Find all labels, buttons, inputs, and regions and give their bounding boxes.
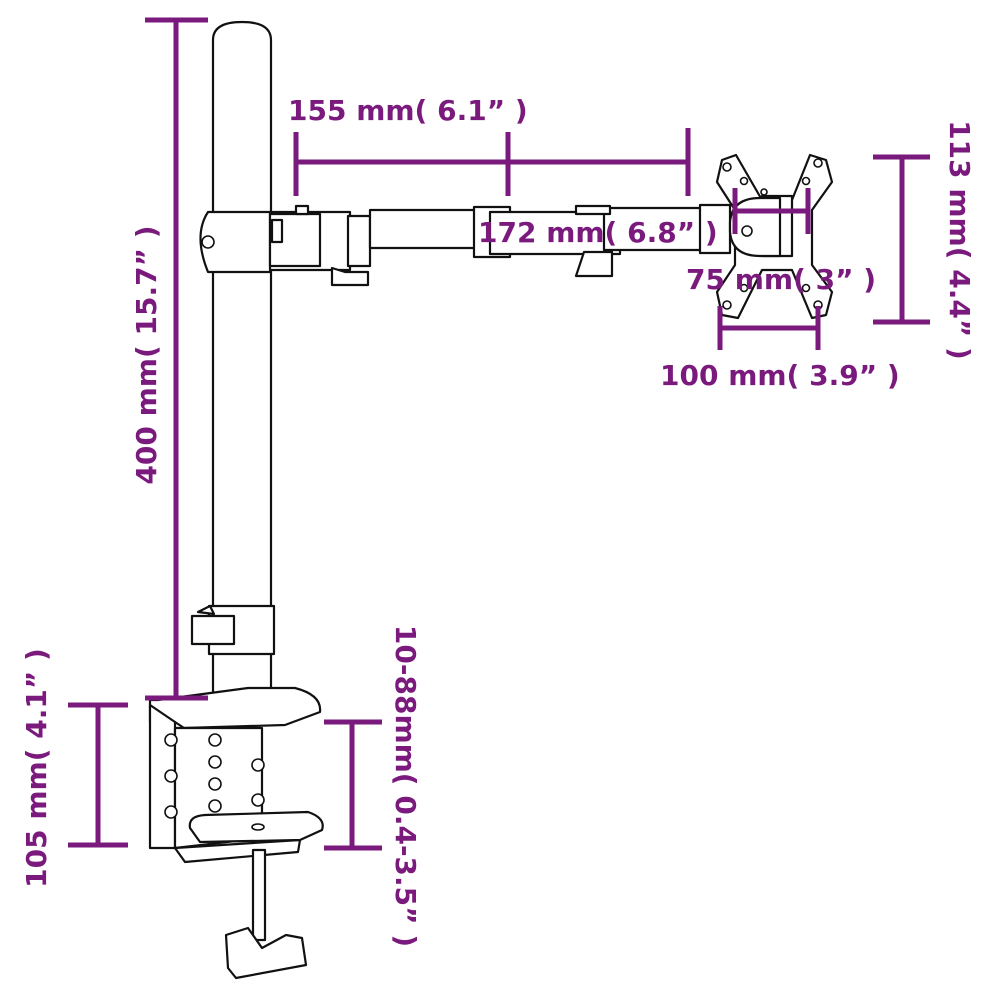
desk-clamp bbox=[148, 686, 324, 980]
dimension-lines bbox=[68, 17, 930, 851]
plate-height-label: 113 mm( 4.4” ) bbox=[943, 120, 976, 360]
height-collar bbox=[190, 604, 276, 656]
arm-segment-2 bbox=[472, 203, 732, 278]
dimension-labels: 400 mm( 15.7” ) 155 mm( 6.1” ) 172 mm( 6… bbox=[20, 94, 976, 947]
arm1-length-label: 155 mm( 6.1” ) bbox=[288, 94, 528, 127]
vesa-75-label: 75 mm( 3” ) bbox=[686, 263, 876, 296]
arm-segment-1 bbox=[199, 204, 490, 287]
pole bbox=[211, 20, 273, 702]
vesa-100-label: 100 mm( 3.9” ) bbox=[660, 359, 900, 392]
arm2-length-label: 172 mm( 6.8” ) bbox=[478, 216, 718, 249]
pole-height-label: 400 mm( 15.7” ) bbox=[130, 225, 163, 484]
clamp-height-label: 105 mm( 4.1” ) bbox=[20, 648, 53, 888]
clamp-range-label: 10-88mm( 0.4-3.5” ) bbox=[389, 625, 422, 947]
